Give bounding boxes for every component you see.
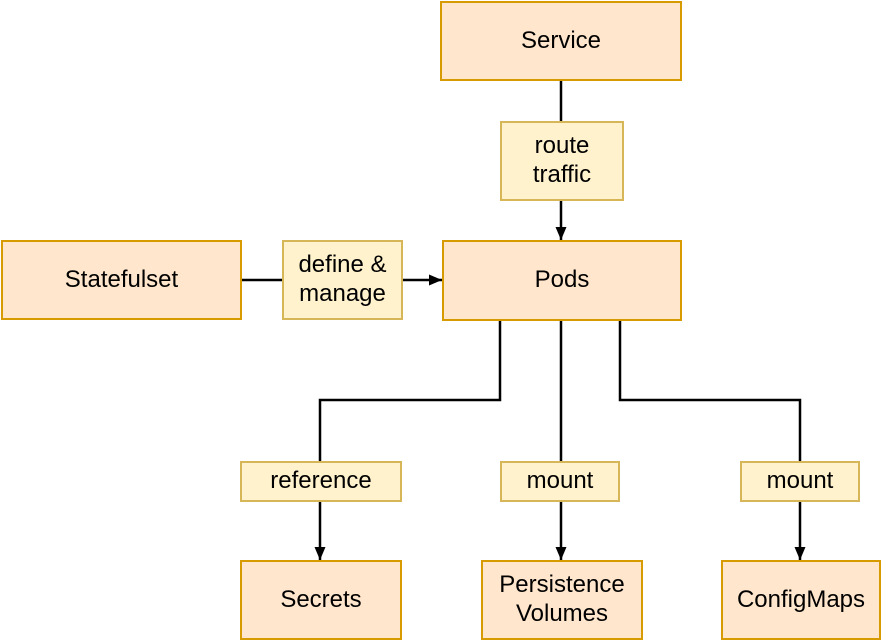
node-persistence-volumes-label: Persistence Volumes bbox=[499, 571, 625, 627]
edge-label-route-traffic-text: route traffic bbox=[532, 132, 592, 188]
edge-label-mount-configmaps: mount bbox=[740, 461, 860, 502]
edge-label-reference-text: reference bbox=[270, 467, 372, 495]
edge-label-reference: reference bbox=[240, 461, 402, 502]
node-secrets: Secrets bbox=[240, 560, 402, 640]
node-service: Service bbox=[440, 1, 682, 81]
edge-label-define-manage-text: define & manage bbox=[298, 251, 387, 307]
node-statefulset: Statefulset bbox=[1, 240, 242, 320]
node-statefulset-label: Statefulset bbox=[64, 265, 179, 293]
node-persistence-volumes: Persistence Volumes bbox=[481, 560, 643, 640]
node-service-label: Service bbox=[520, 26, 602, 54]
edge-label-mount-pv-text: mount bbox=[526, 467, 594, 495]
edge-label-mount-cm-text: mount bbox=[766, 467, 834, 495]
node-configmaps: ConfigMaps bbox=[721, 560, 881, 640]
edge-pods-reference bbox=[318, 321, 502, 461]
edge-label-route-traffic: route traffic bbox=[500, 121, 624, 201]
node-configmaps-label: ConfigMaps bbox=[736, 585, 866, 613]
node-pods-label: Pods bbox=[534, 266, 590, 294]
node-secrets-label: Secrets bbox=[280, 585, 362, 613]
edge-label-define-manage: define & manage bbox=[282, 240, 403, 320]
edge-pods-mount-cm bbox=[618, 321, 802, 461]
edge-label-mount-persistence-volumes: mount bbox=[500, 461, 620, 502]
node-pods: Pods bbox=[442, 240, 682, 321]
